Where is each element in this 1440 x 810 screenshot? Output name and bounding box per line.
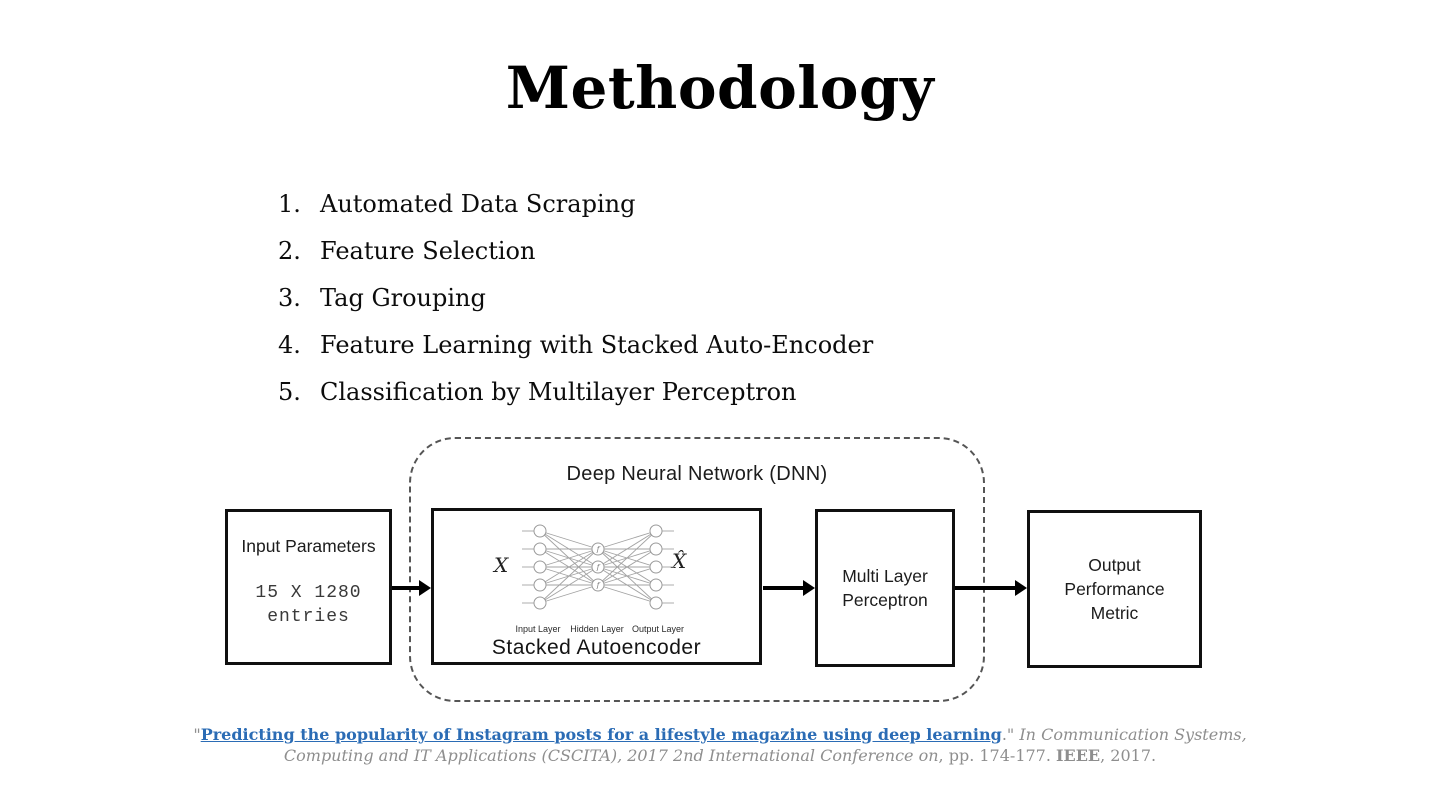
- list-item-label: Feature Learning with Stacked Auto-Encod…: [320, 331, 874, 359]
- methodology-list: 1. Automated Data Scraping 2. Feature Se…: [278, 190, 873, 425]
- citation-after-link: .": [1001, 725, 1020, 744]
- list-item-number: 3.: [278, 284, 301, 312]
- list-item: 3. Tag Grouping: [278, 284, 873, 314]
- citation-venue: Computing and IT Applications (CSCITA), …: [283, 746, 939, 765]
- hidden-layer-label: Hidden Layer: [570, 624, 624, 634]
- input-layer-label: Input Layer: [515, 624, 561, 634]
- arrow-right-icon: [763, 580, 815, 596]
- arrow-shaft: [955, 586, 1017, 590]
- list-item-label: Tag Grouping: [320, 284, 486, 312]
- citation-venue: In Communication Systems,: [1019, 725, 1247, 744]
- list-item-label: Classification by Multilayer Perceptron: [320, 378, 797, 406]
- arrow-head: [1015, 580, 1027, 596]
- list-item-number: 2.: [278, 237, 301, 265]
- autoencoder-caption: Stacked Autoencoder: [491, 636, 702, 659]
- hidden-node-label: f: [596, 564, 601, 572]
- input-parameters-box: Input Parameters 15 X 1280 entries: [225, 509, 392, 665]
- citation-pages: , pp. 174-177.: [938, 746, 1057, 765]
- stacked-autoencoder-box: X X̂: [431, 508, 762, 665]
- mlp-box-line: Perceptron: [842, 590, 928, 610]
- citation-year: , 2017.: [1100, 746, 1157, 765]
- dnn-group-outline: [409, 437, 985, 702]
- list-item-number: 4.: [278, 331, 301, 359]
- list-item: 2. Feature Selection: [278, 237, 873, 267]
- neural-network-figure: f f f: [522, 524, 674, 610]
- arrow-right-icon: [955, 580, 1027, 596]
- mlp-box: Multi Layer Perceptron: [815, 509, 955, 667]
- citation-line-1: "Predicting the popularity of Instagram …: [0, 724, 1440, 745]
- list-item-label: Automated Data Scraping: [320, 190, 636, 218]
- output-performance-box: Output Performance Metric: [1027, 510, 1202, 668]
- list-item-number: 1.: [278, 190, 301, 218]
- page-title: Methodology: [505, 54, 935, 122]
- citation: "Predicting the popularity of Instagram …: [0, 724, 1440, 766]
- mlp-box-line: Multi Layer: [842, 566, 928, 586]
- output-box-line: Output: [1088, 555, 1141, 575]
- arrow-right-icon: [392, 580, 431, 596]
- hidden-node-label: f: [596, 546, 601, 554]
- citation-quote: ": [193, 725, 201, 744]
- output-box-line: Performance: [1064, 579, 1165, 599]
- list-item-label: Feature Selection: [320, 237, 536, 265]
- citation-line-2: Computing and IT Applications (CSCITA), …: [0, 745, 1440, 766]
- output-layer-label: Output Layer: [631, 624, 685, 634]
- citation-publisher: IEEE: [1056, 746, 1101, 765]
- autoencoder-output-symbol: X̂: [672, 549, 687, 573]
- input-box-entries: entries: [267, 607, 350, 627]
- dnn-group-label: Deep Neural Network (DNN): [566, 463, 828, 485]
- list-item: 1. Automated Data Scraping: [278, 190, 873, 220]
- list-item: 5. Classification by Multilayer Perceptr…: [278, 378, 873, 408]
- list-item: 4. Feature Learning with Stacked Auto-En…: [278, 331, 873, 361]
- input-box-dimensions: 15 X 1280: [255, 583, 362, 603]
- arrow-head: [803, 580, 815, 596]
- output-box-line: Metric: [1090, 603, 1139, 623]
- arrow-shaft: [763, 586, 805, 590]
- input-box-title: Input Parameters: [241, 536, 376, 556]
- citation-link[interactable]: Predicting the popularity of Instagram p…: [200, 725, 1002, 744]
- list-item-number: 5.: [278, 378, 301, 406]
- arrow-head: [419, 580, 431, 596]
- hidden-node-label: f: [596, 582, 601, 590]
- arrow-shaft: [392, 586, 421, 590]
- autoencoder-input-symbol: X: [494, 553, 509, 577]
